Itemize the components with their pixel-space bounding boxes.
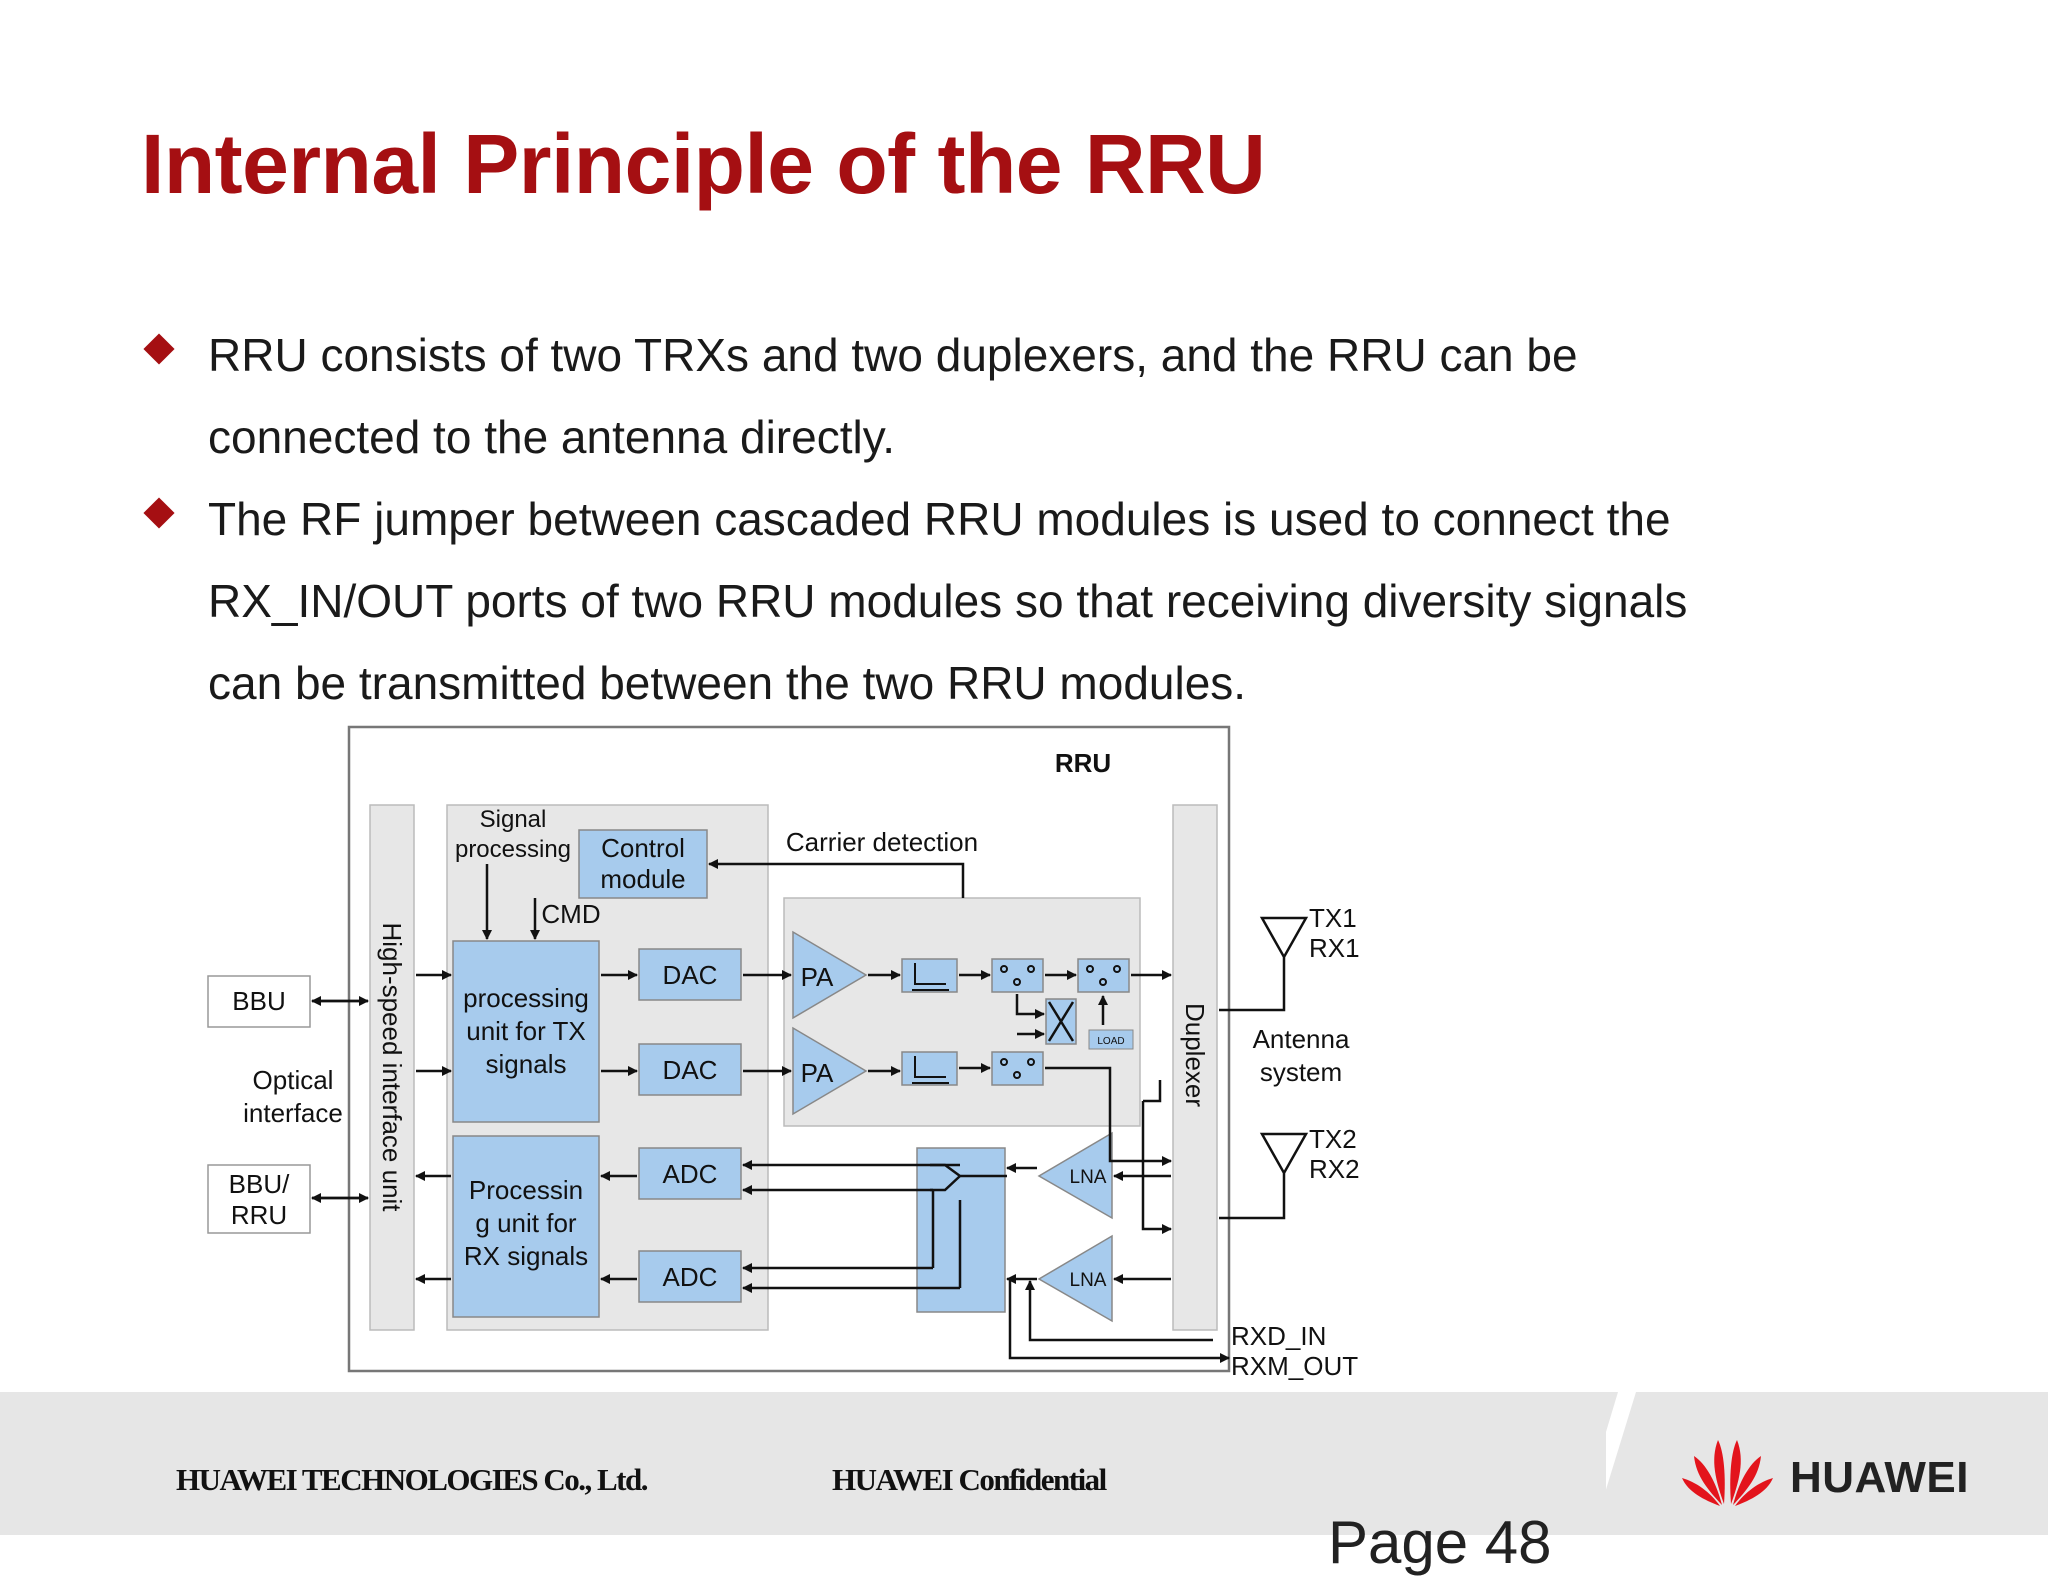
adc-2-label: ADC xyxy=(663,1262,718,1292)
filter-2-icon xyxy=(901,1051,958,1086)
control-module-label-2: module xyxy=(600,864,685,894)
lna-2-amplifier xyxy=(1037,1234,1113,1323)
footer-confidential: HUAWEI Confidential xyxy=(832,1462,1107,1497)
tx1-label: TX1 xyxy=(1309,903,1357,933)
signal-processing-label-2: processing xyxy=(455,836,571,863)
duplexer-label: Duplexer xyxy=(1180,1003,1210,1107)
pa-2-label: PA xyxy=(801,1058,834,1088)
adc-2-box xyxy=(638,1250,742,1303)
duplexer-panel xyxy=(1172,804,1218,1331)
load-label: LOAD xyxy=(1097,1036,1124,1047)
rru-block-diagram: RRU High-speed interface unit Duplexer B… xyxy=(207,725,1360,1381)
control-module-box xyxy=(578,829,708,899)
tx-unit-label-2: unit for TX xyxy=(466,1016,585,1046)
rx2-label: RX2 xyxy=(1309,1154,1360,1184)
tx-unit-label-3: signals xyxy=(486,1049,567,1079)
rxd-in-label: RXD_IN xyxy=(1231,1321,1326,1351)
tx-chain-panel xyxy=(783,897,1141,1127)
dac-2-box xyxy=(638,1043,742,1096)
pa-1-amplifier xyxy=(792,930,868,1020)
circulator-2-icon xyxy=(1077,958,1130,993)
adc-1-label: ADC xyxy=(663,1159,718,1189)
rru-label: RRU xyxy=(1055,748,1111,778)
page-number: Page 48 xyxy=(1328,1509,1552,1576)
dac-1-box xyxy=(638,948,742,1001)
tx2-label: TX2 xyxy=(1309,1124,1357,1154)
antenna-1-icon xyxy=(1219,916,1309,1012)
rxm-out-label: RXM_OUT xyxy=(1231,1351,1358,1381)
bullet-2-line-1: The RF jumper between cascaded RRU modul… xyxy=(208,493,1671,545)
bbu-rru-label-1: BBU/ xyxy=(229,1169,290,1199)
bullet-2: The RF jumper between cascaded RRU modul… xyxy=(208,478,1908,724)
footer-company: HUAWEI TECHNOLOGIES Co., Ltd. xyxy=(176,1462,649,1497)
rx-processing-unit xyxy=(452,1135,600,1318)
signal-processing-label-1: Signal xyxy=(480,806,547,833)
dac-1-label: DAC xyxy=(663,960,718,990)
bullet-1: RRU consists of two TRXs and two duplexe… xyxy=(208,314,1908,478)
adc-1-box xyxy=(638,1147,742,1200)
footer-band xyxy=(0,1392,2048,1535)
bullet-1-line-1: RRU consists of two TRXs and two duplexe… xyxy=(208,329,1578,381)
hs-interface-panel xyxy=(369,804,415,1331)
antenna-label-1: Antenna xyxy=(1253,1024,1350,1054)
lna-2-label: LNA xyxy=(1070,1270,1107,1291)
bullet-2-line-3: can be transmitted between the two RRU m… xyxy=(208,657,1247,709)
bullet-1-line-2: connected to the antenna directly. xyxy=(208,411,896,463)
slide-title: Internal Principle of the RRU xyxy=(141,117,1266,211)
rx-unit-label-1: Processin xyxy=(469,1175,583,1205)
bullet-2-line-2: RX_IN/OUT ports of two RRU modules so th… xyxy=(208,575,1688,627)
carrier-detection-label: Carrier detection xyxy=(786,827,978,857)
huawei-logo-icon xyxy=(1682,1440,1773,1506)
bbu-rru-label-2: RRU xyxy=(231,1200,287,1230)
lna-1-amplifier xyxy=(1037,1131,1113,1220)
cmd-label: CMD xyxy=(541,899,600,929)
tx-unit-label-1: processing xyxy=(463,983,589,1013)
antenna-2-icon xyxy=(1219,1132,1309,1220)
optical-label-1: Optical xyxy=(253,1065,334,1095)
circulator-3-icon xyxy=(991,1051,1044,1086)
rx-unit-label-3: RX signals xyxy=(464,1241,588,1271)
dac-2-label: DAC xyxy=(663,1055,718,1085)
optical-label-2: interface xyxy=(243,1098,343,1128)
antenna-label-2: system xyxy=(1260,1057,1342,1087)
tx-processing-unit xyxy=(452,940,600,1123)
filter-1-icon xyxy=(901,958,958,993)
hs-interface-label: High-speed interface unit xyxy=(377,922,407,1212)
circulator-1-icon xyxy=(991,958,1044,993)
rx-unit-label-2: g unit for xyxy=(475,1208,577,1238)
huawei-wordmark: HUAWEI xyxy=(1790,1453,1969,1502)
control-module-label-1: Control xyxy=(601,833,685,863)
pa-2-amplifier xyxy=(792,1026,868,1116)
bbu-label: BBU xyxy=(232,986,285,1016)
load-box xyxy=(1088,1029,1134,1050)
lna-1-label: LNA xyxy=(1070,1167,1107,1188)
bbu-box xyxy=(207,975,311,1028)
rx1-label: RX1 xyxy=(1309,933,1360,963)
bbu-rru-box xyxy=(207,1164,311,1234)
pa-1-label: PA xyxy=(801,962,834,992)
